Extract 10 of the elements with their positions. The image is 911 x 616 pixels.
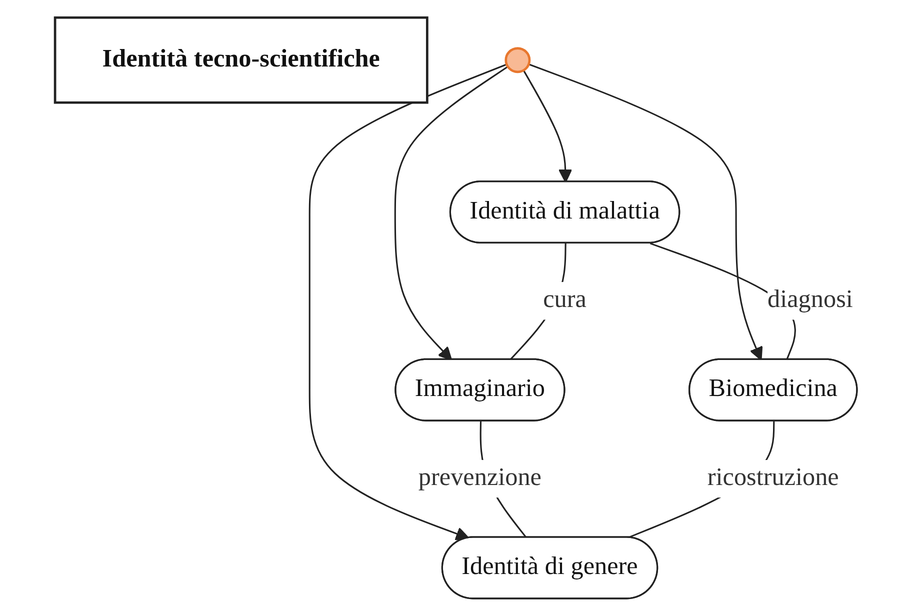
node-circle [504, 47, 530, 74]
edge-label: prevenzione [418, 464, 541, 492]
arrow [528, 64, 762, 361]
node-box: Identità tecno-scientifiche [53, 16, 428, 104]
arrow [308, 64, 506, 540]
edge-label: cura [542, 286, 586, 314]
arrow [522, 70, 572, 183]
arrow [394, 66, 508, 361]
edge-label: diagnosi [767, 286, 852, 314]
edge-label: ricostruzione [706, 464, 838, 492]
